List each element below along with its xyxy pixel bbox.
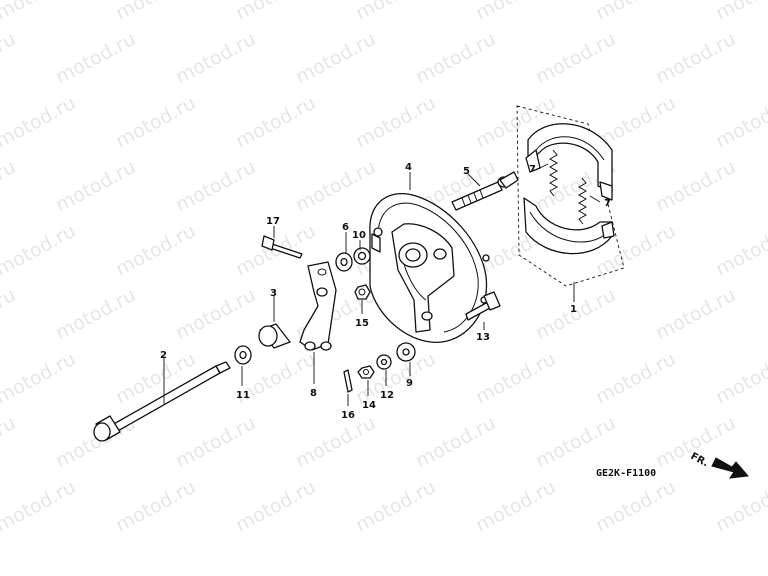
callout-3: 3 — [270, 288, 277, 299]
callout-2: 2 — [160, 350, 167, 361]
callout-4: 4 — [405, 162, 412, 173]
brake-cam — [451, 171, 519, 211]
callout-11: 11 — [236, 390, 250, 401]
nut-14 — [357, 365, 375, 379]
washer-6 — [335, 252, 353, 272]
callout-7-upper: 7 — [529, 164, 536, 175]
callout-1: 1 — [570, 304, 577, 315]
cotter-pin — [343, 369, 353, 393]
callout-6: 6 — [342, 222, 349, 233]
callout-13: 13 — [476, 332, 490, 343]
callout-5: 5 — [463, 166, 470, 177]
callout-labels: 1 2 3 4 5 6 7 7 8 9 10 11 12 13 14 15 16… — [160, 162, 611, 421]
brake-panel — [369, 192, 490, 343]
axle — [93, 361, 231, 442]
brake-shoe-set — [516, 105, 625, 287]
callout-15: 15 — [355, 318, 369, 329]
callout-14: 14 — [362, 400, 376, 411]
washer-12 — [376, 354, 392, 370]
callout-7-lower: 7 — [604, 198, 611, 209]
front-arrow-icon — [711, 457, 749, 479]
washer-11 — [234, 345, 252, 365]
callout-9: 9 — [406, 378, 413, 389]
nut-15 — [354, 284, 371, 300]
leader-lines — [163, 163, 601, 406]
nut-10 — [353, 247, 371, 265]
bolt-17 — [261, 235, 303, 259]
callout-10: 10 — [352, 230, 366, 241]
washer-9 — [396, 342, 416, 362]
callout-8: 8 — [310, 388, 317, 399]
callout-17: 17 — [266, 216, 280, 227]
callout-12: 12 — [380, 390, 394, 401]
front-label: FR. — [689, 451, 711, 469]
collar — [258, 323, 291, 349]
diagram-code: GE2K-F1100 — [596, 468, 656, 479]
front-direction-marker: FR. — [689, 451, 749, 479]
bolt-13 — [465, 291, 501, 321]
brake-arm — [299, 261, 337, 351]
callout-16: 16 — [341, 410, 355, 421]
